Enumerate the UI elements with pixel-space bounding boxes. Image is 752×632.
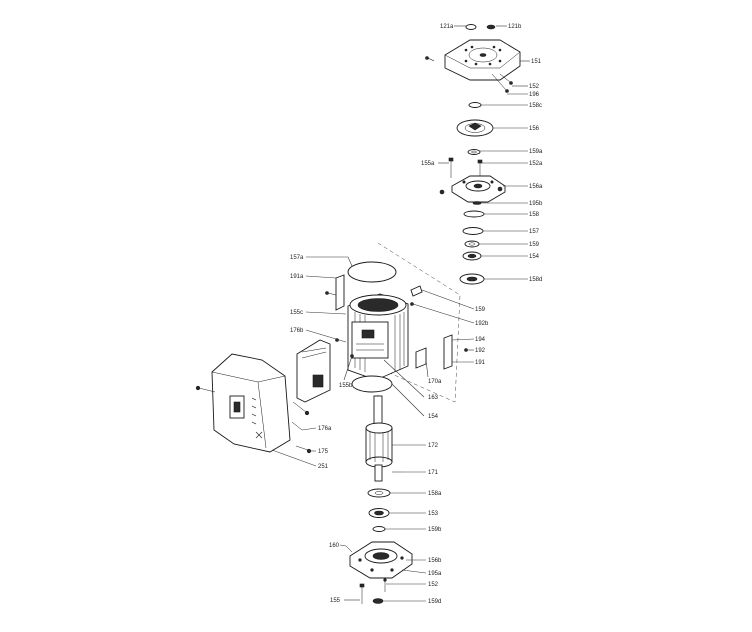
fan-cover-151 <box>444 39 521 81</box>
label-192: 192 <box>475 348 486 354</box>
label-155: 155 <box>330 598 341 604</box>
label-170a: 170a <box>428 379 442 385</box>
label-251: 251 <box>318 464 329 470</box>
washer-159b <box>372 526 386 532</box>
label-191a: 191a <box>290 274 304 280</box>
label-156b: 156b <box>428 558 442 564</box>
label-159a: 159a <box>529 149 543 155</box>
ring-157a <box>347 261 397 283</box>
label-191: 191 <box>475 360 486 366</box>
label-151: 151 <box>531 59 542 65</box>
label-156: 156 <box>529 126 540 132</box>
ring-158c <box>468 102 482 108</box>
label-158a: 158a <box>428 491 442 497</box>
label-152: 152 <box>529 84 540 90</box>
label-158d: 158d <box>529 277 542 283</box>
cap-121b <box>486 24 496 30</box>
label-152-lower: 152 <box>428 582 439 588</box>
label-176a: 176a <box>318 426 332 432</box>
label-163: 163 <box>428 395 439 401</box>
label-121a: 121a <box>440 24 454 30</box>
label-158c: 158c <box>529 103 542 109</box>
ring-157 <box>462 227 484 235</box>
label-159-right: 159 <box>475 307 486 313</box>
cover-251 <box>211 353 291 453</box>
label-159b: 159b <box>428 527 442 533</box>
terminal-cover-group <box>195 339 331 454</box>
label-160: 160 <box>329 543 340 549</box>
circuit-board <box>296 339 331 403</box>
ring-158 <box>463 210 485 218</box>
label-176b: 176b <box>290 328 304 334</box>
label-192b: 192b <box>475 321 489 327</box>
washer-158a <box>367 488 391 498</box>
label-155b: 155b <box>339 383 353 389</box>
bracket-191 <box>443 334 453 370</box>
label-159d: 159d <box>428 599 441 605</box>
label-171: 171 <box>428 470 439 476</box>
callout-labels: 121a 121b 151 152 196 158c 156 159a 155a… <box>290 24 543 605</box>
fan-cover-group <box>425 24 521 285</box>
label-121b: 121b <box>508 24 522 30</box>
label-158: 158 <box>529 212 540 218</box>
cap-121a <box>465 24 477 30</box>
leader-lines <box>271 25 530 602</box>
shaft <box>373 395 383 427</box>
label-155c: 155c <box>290 310 303 316</box>
label-156a: 156a <box>529 184 543 190</box>
label-194: 194 <box>475 337 486 343</box>
washer-159 <box>464 240 480 248</box>
label-196: 196 <box>529 92 540 98</box>
terminal-box <box>351 321 389 359</box>
label-155a: 155a <box>421 161 435 167</box>
label-154-lower: 154 <box>428 414 439 420</box>
label-159: 159 <box>529 242 540 248</box>
label-175: 175 <box>318 449 329 455</box>
label-157a: 157a <box>290 255 304 261</box>
stator-housing-group <box>325 242 468 403</box>
rotor-group <box>345 395 413 604</box>
ring-154b <box>351 375 393 393</box>
label-157: 157 <box>529 229 540 235</box>
bracket-191a <box>335 274 345 311</box>
label-195b: 195b <box>529 201 543 207</box>
washer-159a <box>467 149 481 155</box>
label-152a: 152a <box>529 161 543 167</box>
label-172: 172 <box>428 443 439 449</box>
label-195a: 195a <box>428 571 442 577</box>
label-153: 153 <box>428 511 439 517</box>
label-154: 154 <box>529 254 540 260</box>
